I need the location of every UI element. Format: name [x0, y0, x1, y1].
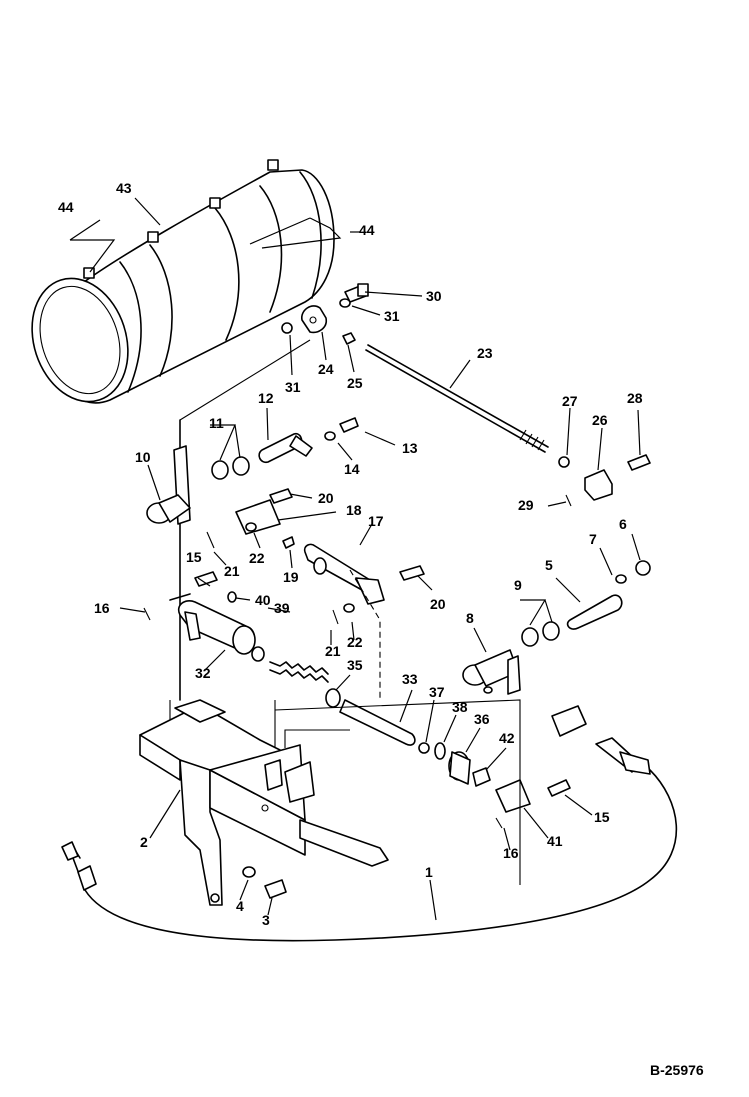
part-label-44: 44	[58, 199, 74, 215]
part-label-19: 19	[283, 569, 299, 585]
cylinder-assembly	[143, 571, 571, 829]
part-label-31: 31	[285, 379, 301, 395]
part-label-33: 33	[402, 671, 418, 687]
middle-linkage	[303, 543, 425, 700]
part-labels: 44 43 44 30 31 31 24 25 23 12 11 10 13 1…	[58, 180, 643, 928]
part-label-31: 31	[384, 308, 400, 324]
part-label-3: 3	[262, 912, 270, 928]
part-label-9: 9	[514, 577, 522, 593]
fuel-tank	[31, 159, 335, 404]
part-label-40: 40	[255, 592, 271, 608]
part-label-21: 21	[224, 563, 240, 579]
part-label-36: 36	[474, 711, 490, 727]
part-label-25: 25	[347, 375, 363, 391]
part-label-5: 5	[545, 557, 553, 573]
part-label-13: 13	[402, 440, 418, 456]
part-label-43: 43	[116, 180, 132, 196]
part-label-2: 2	[140, 834, 148, 850]
part-label-10: 10	[135, 449, 151, 465]
part-label-44: 44	[359, 222, 375, 238]
part-label-20: 20	[430, 596, 446, 612]
control-cable	[61, 705, 678, 942]
part-label-28: 28	[627, 390, 643, 406]
part-label-8: 8	[466, 610, 474, 626]
part-label-4: 4	[236, 898, 244, 914]
part-label-18: 18	[346, 502, 362, 518]
part-label-30: 30	[426, 288, 442, 304]
part-label-24: 24	[318, 361, 334, 377]
part-label-22: 22	[249, 550, 265, 566]
part-label-11: 11	[209, 415, 224, 431]
part-label-41: 41	[547, 833, 563, 849]
part-label-16: 16	[503, 845, 519, 861]
part-label-7: 7	[589, 531, 597, 547]
part-label-17: 17	[368, 513, 384, 529]
part-label-16: 16	[94, 600, 110, 616]
part-label-29: 29	[518, 497, 534, 513]
drawing-id: B-25976	[650, 1062, 704, 1078]
part-label-27: 27	[562, 393, 578, 409]
part-label-20: 20	[318, 490, 334, 506]
part-label-22: 22	[347, 634, 363, 650]
lever-bracket	[139, 699, 389, 906]
part-label-26: 26	[592, 412, 608, 428]
part-label-14: 14	[344, 461, 360, 477]
part-label-35: 35	[347, 657, 363, 673]
part-label-37: 37	[429, 684, 445, 700]
part-label-15: 15	[186, 549, 202, 565]
part-label-21: 21	[325, 643, 341, 659]
left-pivot-assembly	[146, 417, 359, 701]
part-label-32: 32	[195, 665, 211, 681]
part-label-42: 42	[499, 730, 515, 746]
part-label-39: 39	[274, 600, 290, 616]
part-label-6: 6	[619, 516, 627, 532]
leader-lines	[69, 197, 641, 921]
part-label-38: 38	[452, 699, 468, 715]
right-pivot-assembly	[462, 560, 651, 695]
part-label-15: 15	[594, 809, 610, 825]
part-label-1: 1	[425, 864, 433, 880]
part-label-23: 23	[477, 345, 493, 361]
part-label-12: 12	[258, 390, 274, 406]
upper-linkage	[281, 283, 651, 507]
assembly-frames	[169, 339, 521, 885]
